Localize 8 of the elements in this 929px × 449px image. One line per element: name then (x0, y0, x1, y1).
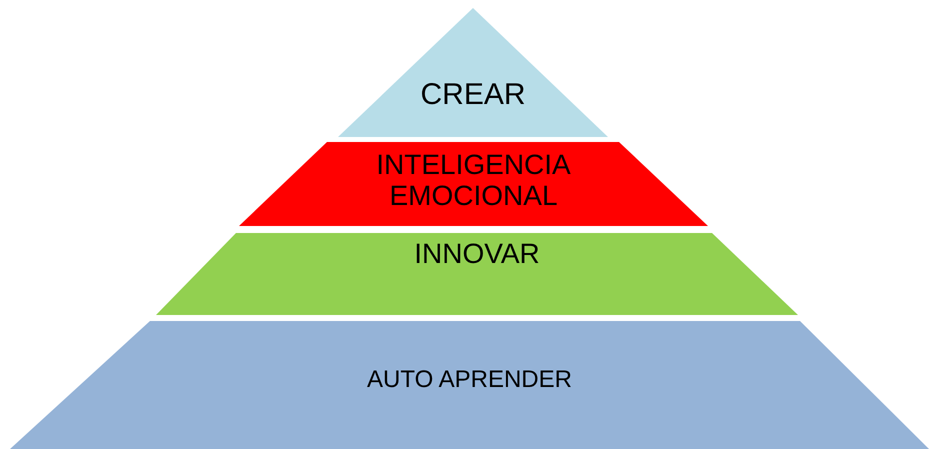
pyramid-tier (239, 142, 708, 226)
tier-label: INTELIGENCIA EMOCIONAL (375, 150, 572, 212)
pyramid-tier (338, 8, 608, 137)
tier-label: AUTO APRENDER (366, 367, 573, 394)
pyramid-tier (10, 321, 929, 449)
tier-label: CREAR (419, 78, 526, 111)
pyramid-tier (156, 233, 798, 315)
tier-label: INNOVAR (413, 239, 541, 270)
